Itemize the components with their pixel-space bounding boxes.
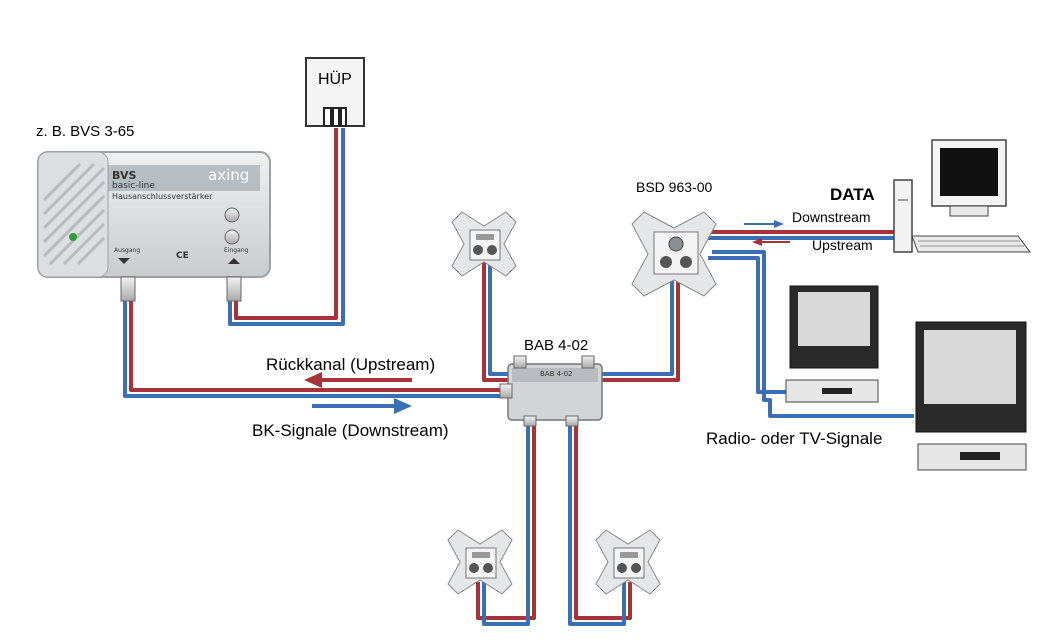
radio-tv-label: Radio- oder TV-Signale [706, 429, 883, 448]
computer [893, 139, 1031, 253]
amp-line2: basic-line [112, 181, 155, 191]
amp-brand: axing [208, 166, 250, 184]
cable-tv2-blue [712, 250, 914, 418]
cable-upper-red [482, 258, 518, 382]
amp-model-label: z. B. BVS 3-65 [36, 123, 135, 140]
amp-ce: CE [176, 251, 189, 261]
bab-label: BAB 4-02 [524, 337, 589, 354]
tv-large [915, 321, 1027, 471]
outlet-bsd [631, 211, 717, 297]
cable-bsd-red [596, 268, 680, 382]
data-label: DATA [830, 185, 875, 204]
cable-amp-red [129, 300, 512, 392]
downstream-label: Downstream [792, 209, 871, 225]
cable-bl-blue [482, 418, 530, 626]
amp-in-label: Eingang [224, 247, 249, 254]
hup-box [305, 57, 365, 127]
cable-br-red [574, 418, 632, 620]
cable-br-blue [568, 418, 626, 626]
signal-arrows [304, 220, 790, 414]
outlet-upper [451, 211, 517, 277]
cables [123, 128, 914, 626]
cable-tv1-blue [708, 256, 790, 394]
cable-bl-red [476, 418, 536, 620]
outlet-bottom-left [447, 529, 513, 595]
amp-out-label: Ausgang [114, 247, 141, 254]
cable-bsd-blue [596, 268, 674, 376]
status-led [69, 233, 77, 241]
upstream-label: Upstream [812, 237, 873, 253]
rueckkanal-label: Rückkanal (Upstream) [266, 355, 436, 374]
amplifier [37, 151, 271, 302]
bsd-label: BSD 963-00 [636, 179, 713, 195]
bk-signale-label: BK-Signale (Downstream) [252, 421, 449, 440]
tv-small [785, 285, 879, 403]
outlet-bottom-right [595, 529, 661, 595]
cable-hup-red [234, 128, 338, 320]
splitter-bab [499, 355, 603, 427]
splitter-marking: BAB 4-02 [540, 370, 573, 378]
cable-amp-blue [123, 300, 512, 398]
amp-line3: Hausanschlussverstärker [112, 192, 213, 201]
hup-label: HÜP [318, 71, 352, 88]
amp-line1: BVS [112, 169, 137, 182]
cable-hup-blue [228, 128, 345, 326]
